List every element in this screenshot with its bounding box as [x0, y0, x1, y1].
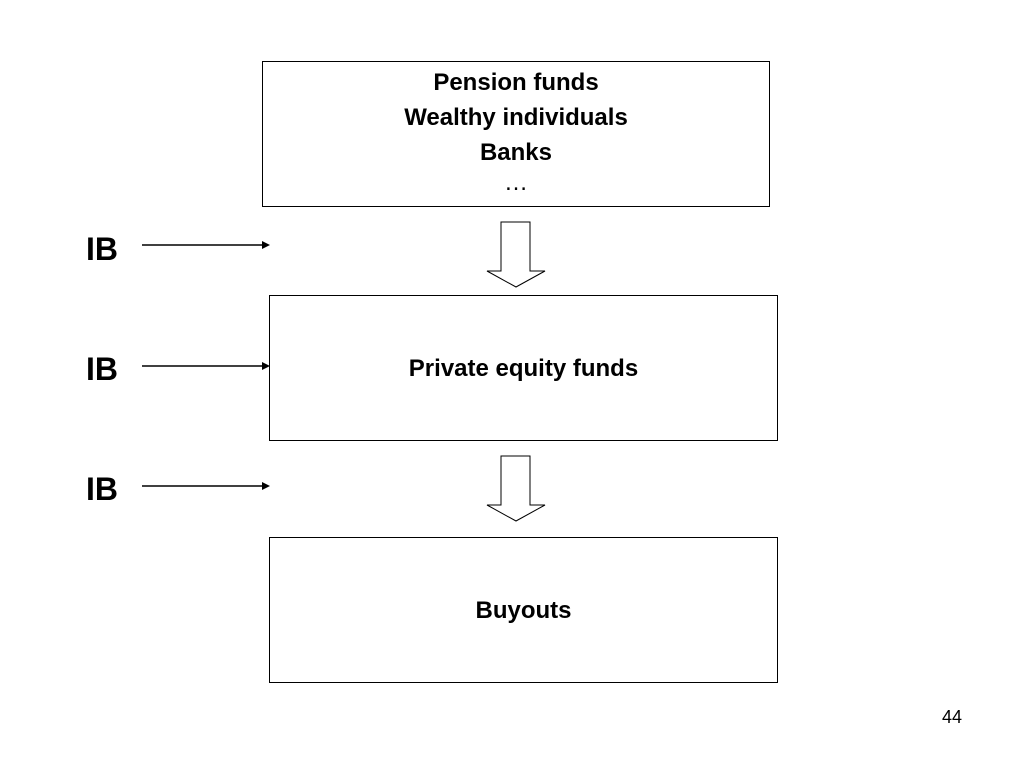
ib-label-top: IB: [86, 231, 118, 267]
buyouts-box: Buyouts: [269, 537, 778, 683]
investors-box: Pension funds Wealthy individuals Banks …: [262, 61, 770, 207]
private-equity-funds-label: Private equity funds: [408, 354, 639, 382]
page-number: 44: [941, 707, 962, 727]
down-arrow-investors-to-pe: [486, 221, 546, 288]
ib-arrow-middle: [142, 362, 270, 370]
ib-label-bottom: IB: [86, 471, 118, 507]
ib-arrow-top: [142, 241, 270, 249]
investors-line-wealthy-individuals: Wealthy individuals: [404, 104, 628, 131]
investors-line-banks: Banks: [479, 139, 553, 166]
down-arrow-pe-to-buyouts: [486, 455, 546, 522]
private-equity-funds-box: Private equity funds: [269, 295, 778, 441]
ib-arrow-bottom: [142, 482, 270, 490]
ib-label-middle: IB: [86, 351, 118, 387]
investors-line-pension-funds: Pension funds: [433, 69, 599, 96]
investors-line-ellipsis: …: [504, 169, 528, 196]
buyouts-label: Buyouts: [475, 596, 572, 624]
